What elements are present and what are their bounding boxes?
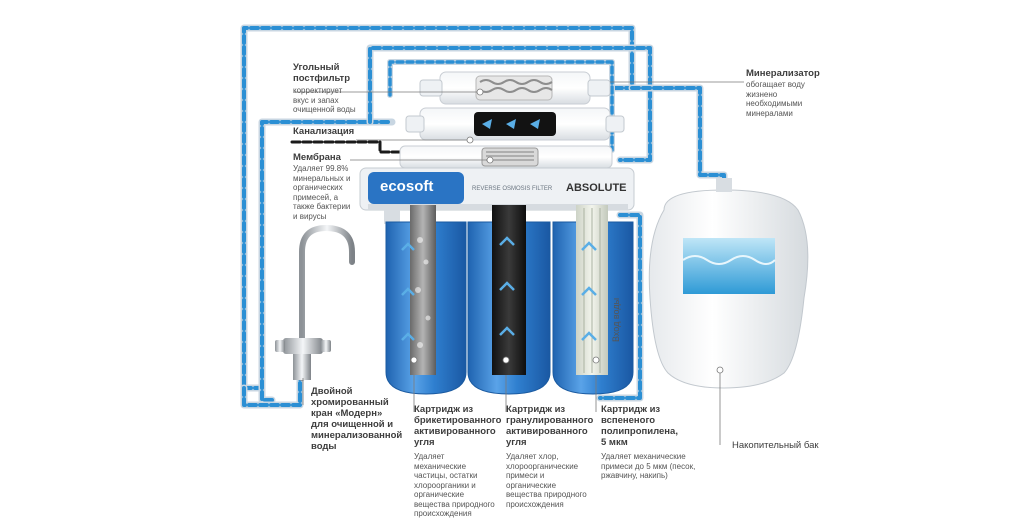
- storage-tank-title: Накопительный бак: [732, 440, 819, 451]
- faucet-title: Двойной хромированный кран «Модерн» для …: [311, 386, 403, 452]
- membrane-assembly: [399, 145, 613, 169]
- cartridge-1-title: Картридж из брикетированного активирован…: [414, 404, 502, 448]
- cartridge-3-desc: Удаляет механические примеси до 5 мкм (п…: [601, 452, 696, 480]
- water-inlet-label: Вход воды: [611, 297, 621, 342]
- drain-title: Канализация: [293, 126, 355, 137]
- housing-2: [467, 205, 551, 395]
- brand-model: ABSOLUTE: [566, 182, 627, 194]
- brand-subtitle: REVERSE OSMOSIS FILTER: [472, 186, 553, 192]
- cartridge-2-desc: Удаляет хлор, хлороорганические примеси …: [506, 452, 587, 509]
- mineralizer-title: Минерализатор: [746, 68, 820, 79]
- postfilter-desc: корректирует вкус и запах очищенной воды: [293, 86, 356, 114]
- water-flow-lines: [240, 24, 728, 409]
- postfilter-title: Угольный постфильтр: [293, 62, 350, 84]
- housing-1: [384, 205, 467, 395]
- cartridge-3-title: Картридж из вспененого полипропилена, 5 …: [601, 404, 678, 448]
- membrane-title: Мембрана: [293, 152, 341, 163]
- carbon-filter-assembly: [405, 107, 625, 141]
- faucet: [275, 224, 355, 381]
- cartridge-2-title: Картридж из гранулированного активирован…: [506, 404, 594, 448]
- housing-3: [552, 205, 634, 395]
- mineralizer-desc: обогащает воду жизнено необходимыми мине…: [746, 80, 805, 118]
- leader-lines: [294, 81, 744, 445]
- storage-tank: [648, 178, 809, 389]
- brand-logo: ecosoft: [380, 178, 434, 195]
- membrane-desc: Удаляет 99.8% минеральных и органических…: [293, 164, 351, 221]
- cartridge-1-desc: Удаляет механические частицы, остатки хл…: [414, 452, 495, 518]
- postfilter-assembly: [419, 71, 611, 105]
